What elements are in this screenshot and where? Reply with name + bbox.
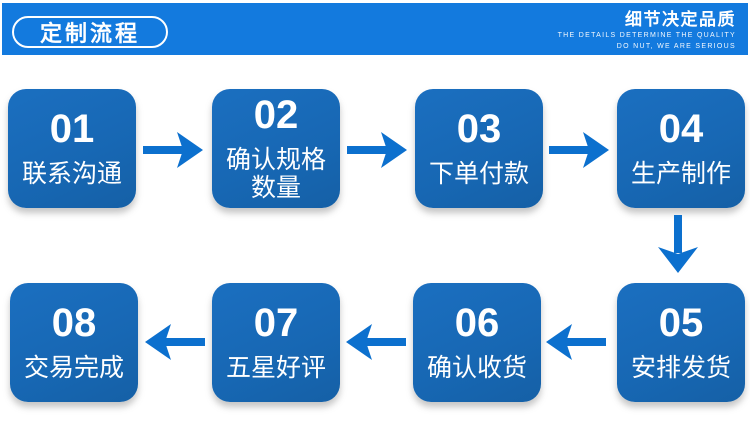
header-slogan: 细节决定品质 THE DETAILS DETERMINE THE QUALITY…: [558, 10, 736, 52]
slogan-english-line1: THE DETAILS DETERMINE THE QUALITY: [557, 32, 736, 39]
step-box-06: 06 确认收货: [413, 283, 541, 402]
arrow-down-icon: [656, 215, 700, 273]
step-box-02: 02 确认规格数量: [212, 89, 340, 208]
page-title: 定制流程: [12, 16, 169, 48]
step-label: 交易完成: [23, 354, 124, 382]
step-label: 五星好评: [225, 354, 326, 382]
step-number: 03: [456, 107, 502, 151]
step-number: 07: [253, 301, 299, 345]
step-label: 确认收货: [426, 354, 527, 382]
step-box-01: 01 联系沟通: [8, 89, 136, 208]
step-box-03: 03 下单付款: [415, 89, 543, 208]
step-number: 08: [51, 301, 97, 345]
step-label: 确认规格数量: [225, 146, 326, 202]
step-label: 下单付款: [428, 160, 529, 188]
arrow-right-icon: [143, 130, 203, 170]
step-number: 04: [658, 107, 704, 151]
step-number: 05: [658, 301, 704, 345]
step-label: 安排发货: [630, 354, 731, 382]
arrow-right-icon: [549, 130, 609, 170]
step-label: 联系沟通: [21, 160, 122, 188]
arrow-left-icon: [346, 322, 406, 362]
slogan-english-line2: DO NUT, WE ARE SERIOUS: [616, 43, 736, 50]
step-number: 06: [454, 301, 500, 345]
step-box-07: 07 五星好评: [212, 283, 340, 402]
step-label: 生产制作: [630, 160, 731, 188]
arrow-right-icon: [347, 130, 407, 170]
step-box-04: 04 生产制作: [617, 89, 745, 208]
step-box-08: 08 交易完成: [10, 283, 138, 402]
step-box-05: 05 安排发货: [617, 283, 745, 402]
step-number: 02: [253, 93, 299, 137]
arrow-left-icon: [145, 322, 205, 362]
step-number: 01: [49, 107, 95, 151]
arrow-left-icon: [546, 322, 606, 362]
header-banner: 定制流程 细节决定品质 THE DETAILS DETERMINE THE QU…: [2, 3, 748, 55]
slogan-chinese: 细节决定品质: [625, 10, 736, 29]
